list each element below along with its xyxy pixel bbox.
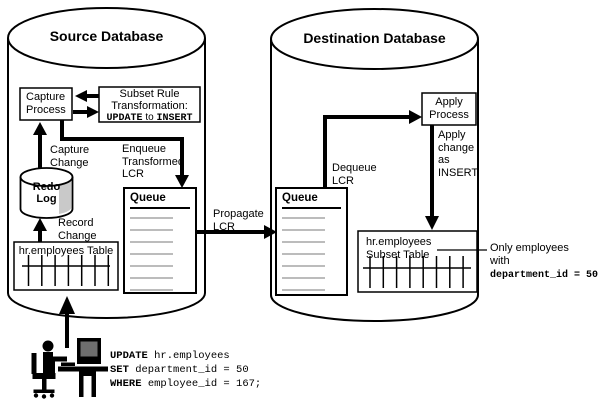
capture-to-transformation-arrow <box>73 106 99 118</box>
apply-process-line2: Process <box>429 108 469 121</box>
sql-line1: UPDATE hr.employees <box>110 349 261 363</box>
user-update-arrow <box>59 296 75 348</box>
capture-process-line1: Capture <box>26 91 66 103</box>
dequeue-line2: LCR <box>332 174 355 187</box>
capture-change-line1: Capture <box>50 144 90 156</box>
apply-insert-arrow <box>425 125 439 230</box>
apply-process-box <box>421 92 477 126</box>
redo-log-line1: Redo <box>32 181 61 193</box>
capture-process-box <box>19 87 73 121</box>
enqueue-line2: Transformed <box>122 155 184 168</box>
record-change-line2: Change <box>58 229 97 242</box>
callout-code: department_id = 50 <box>490 270 599 281</box>
subset-table-box <box>357 230 478 293</box>
callout-label: Only employees with department_id = 50 <box>490 242 598 282</box>
subset-rule-transformation-box <box>98 86 201 123</box>
enqueue-label: Enqueue Transformed LCR <box>122 143 184 181</box>
propagate-lcr-arrow <box>196 225 277 239</box>
sql-line2-rest: department_id = 50 <box>128 364 249 376</box>
apply-change-line4: INSERT <box>438 166 479 179</box>
sql-line3: WHERE employee_id = 167; <box>110 377 261 391</box>
propagate-line1: Propagate <box>213 208 264 220</box>
capture-change-arrow <box>33 122 47 168</box>
transformation-code-to: INSERT <box>156 113 193 124</box>
transformation-word-to: to <box>145 112 154 123</box>
subset-table-line1: hr.employees <box>366 236 432 248</box>
apply-process-label: Apply Process <box>422 96 476 121</box>
sql-line3-keyword: WHERE <box>110 378 142 390</box>
propagate-lcr-label: Propagate LCR <box>213 208 264 233</box>
capture-change-label: Capture Change <box>50 144 89 169</box>
record-change-line1: Record <box>58 217 94 229</box>
propagate-line2: LCR <box>213 220 236 233</box>
transformation-line1: Subset Rule <box>119 88 180 100</box>
apply-change-line1: Apply <box>438 129 466 141</box>
sql-line1-rest: hr.employees <box>147 350 230 362</box>
redo-log-line2: Log <box>36 193 57 205</box>
capture-process-label: Capture Process <box>26 91 66 117</box>
capture-change-line2: Change <box>50 156 89 169</box>
enqueue-line1: Enqueue <box>122 143 167 155</box>
sql-statement: UPDATE hr.employees SET department_id = … <box>110 349 261 391</box>
callout-line1: Only employees <box>490 242 569 254</box>
transformation-to-capture-arrow <box>75 90 99 102</box>
dequeue-line1: Dequeue <box>332 162 377 174</box>
redo-log-cylinder <box>19 167 74 219</box>
source-queue-label: Queue <box>130 192 166 204</box>
apply-process-line1: Apply <box>435 96 463 108</box>
apply-change-line2: change <box>438 141 475 154</box>
subset-table-line2: Subset Table <box>366 249 430 261</box>
apply-change-line3: as <box>438 154 450 166</box>
user-at-computer-icon <box>31 338 108 399</box>
destination-queue-lines <box>282 207 341 291</box>
dequeue-lcr-label: Dequeue LCR <box>332 162 377 187</box>
source-table-label: hr.employees Table <box>18 245 114 257</box>
capture-process-line2: Process <box>26 104 66 116</box>
sql-line2-keyword: SET <box>110 364 129 376</box>
record-change-label: Record Change <box>58 217 97 242</box>
transformation-line2: Transformation: <box>111 99 188 112</box>
enqueue-line3: LCR <box>122 168 145 180</box>
source-table-glyph <box>22 255 110 286</box>
transformation-code-line: UPDATE to INSERT <box>100 112 199 125</box>
source-queue-lines <box>130 207 190 291</box>
destination-queue-label: Queue <box>282 192 318 204</box>
subset-rule-transformation-label: Subset Rule Transformation: UPDATE to IN… <box>100 88 199 125</box>
callout-line2: with <box>490 255 510 267</box>
record-change-arrow <box>33 218 47 242</box>
sql-line2: SET department_id = 50 <box>110 363 261 377</box>
transformation-code-from: UPDATE <box>106 113 143 124</box>
source-queue-box <box>123 187 197 294</box>
source-database-title: Source Database <box>49 28 164 44</box>
sql-line1-keyword: UPDATE <box>110 350 148 362</box>
dequeue-arrow <box>323 110 422 188</box>
apply-change-label: Apply change as INSERT <box>438 129 478 179</box>
sql-line3-rest: employee_id = 167; <box>141 378 262 390</box>
subset-table-glyph <box>363 256 471 288</box>
destination-database-title: Destination Database <box>303 30 446 46</box>
subset-table-label: hr.employees Subset Table <box>366 236 431 262</box>
enqueue-arrow <box>60 120 189 188</box>
redo-log-label: Redo Log <box>20 181 73 205</box>
